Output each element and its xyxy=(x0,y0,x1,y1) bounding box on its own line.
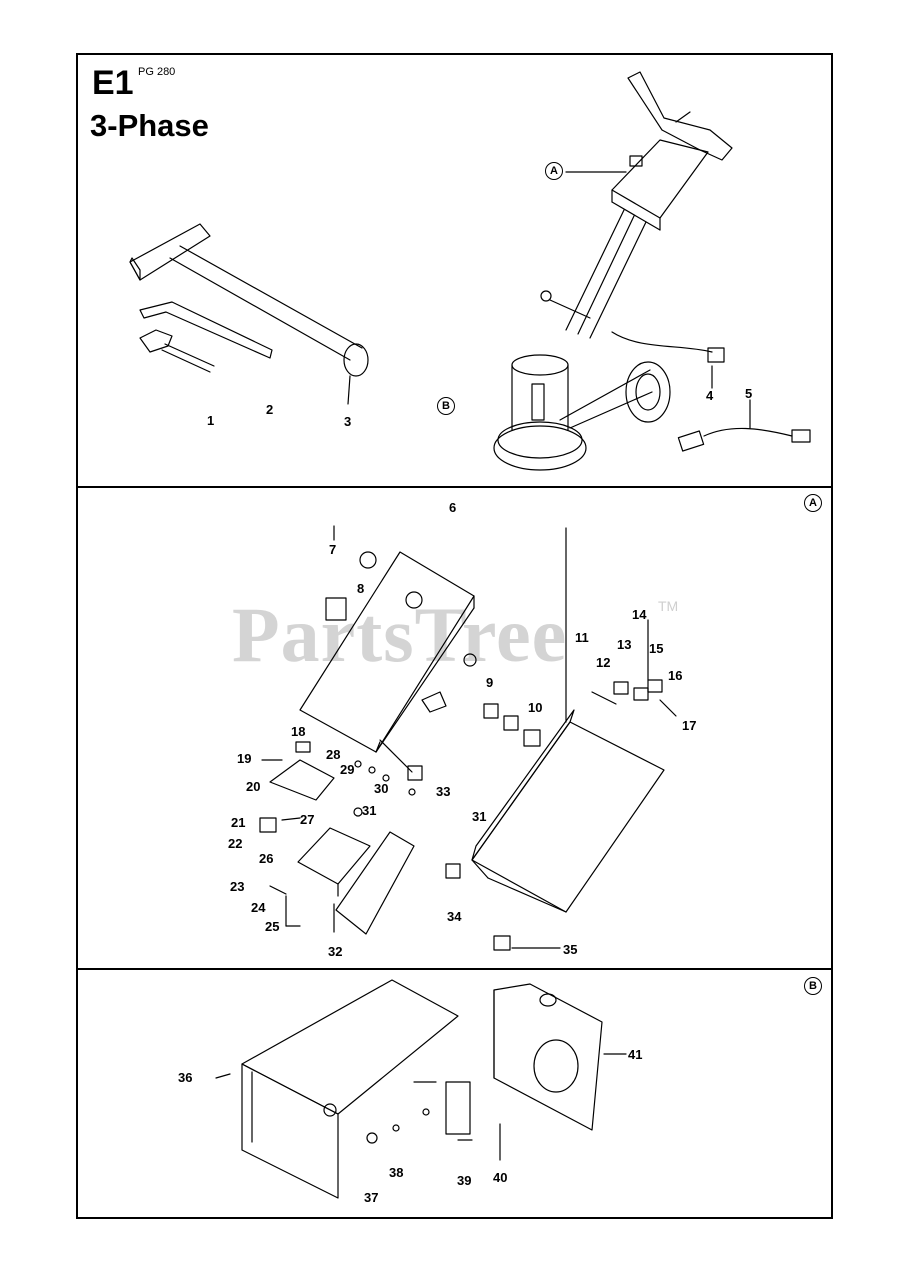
connector-drawing xyxy=(445,1081,471,1135)
part-number-2: 2 xyxy=(266,402,274,417)
part-number-3: 3 xyxy=(344,414,352,429)
watermark-trademark: TM xyxy=(658,598,679,614)
section-divider-a xyxy=(76,486,833,488)
part-number-19: 19 xyxy=(237,751,252,766)
watermark: PartsTree xyxy=(232,591,568,678)
part-number-36: 36 xyxy=(178,1070,193,1085)
part-number-27: 27 xyxy=(300,812,315,827)
part-number-24: 24 xyxy=(251,900,266,915)
part-number-9: 9 xyxy=(486,675,494,690)
part-number-25: 25 xyxy=(265,919,280,934)
part-number-4: 4 xyxy=(706,388,714,403)
part-number-37: 37 xyxy=(364,1190,379,1205)
t-key-drawing xyxy=(139,329,215,373)
callout-a: A xyxy=(545,162,563,180)
hammer-drawing xyxy=(129,223,369,377)
part-number-7: 7 xyxy=(329,542,337,557)
part-number-32: 32 xyxy=(328,944,343,959)
section-b-marker: B xyxy=(804,977,822,995)
part-number-17: 17 xyxy=(682,718,697,733)
part-number-23: 23 xyxy=(230,879,245,894)
switch-box-cover-drawing xyxy=(299,551,477,753)
page-title: 3-Phase xyxy=(90,108,209,143)
part-number-22: 22 xyxy=(228,836,243,851)
motor-cover-drawing xyxy=(241,979,459,1199)
part-number-10: 10 xyxy=(528,700,543,715)
part-number-30: 30 xyxy=(374,781,389,796)
part-number-41: 41 xyxy=(628,1047,643,1062)
part-number-15: 15 xyxy=(649,641,664,656)
part-number-38: 38 xyxy=(389,1165,404,1180)
part-number-1: 1 xyxy=(207,413,215,428)
part-number-34: 34 xyxy=(447,909,462,924)
extension-cable-drawing xyxy=(677,427,811,452)
part-7-drawing xyxy=(325,597,347,621)
part-number-8: 8 xyxy=(357,581,365,596)
allen-key-drawing xyxy=(139,301,273,359)
part-number-13: 13 xyxy=(617,637,632,652)
part-number-31a: 31 xyxy=(362,803,377,818)
section-a-marker: A xyxy=(804,494,822,512)
section-divider-b xyxy=(76,968,833,970)
fan-housing-drawing xyxy=(493,983,603,1131)
part-number-5: 5 xyxy=(745,386,753,401)
part-number-18: 18 xyxy=(291,724,306,739)
switch-housing-drawing xyxy=(471,527,665,913)
part-number-40: 40 xyxy=(493,1170,508,1185)
model-name: PG 280 xyxy=(138,66,176,78)
part-number-28: 28 xyxy=(326,747,341,762)
part-number-26: 26 xyxy=(259,851,274,866)
terminal-block-drawing xyxy=(297,827,371,897)
grinder-drawing xyxy=(493,71,733,471)
part-number-6: 6 xyxy=(449,500,457,515)
part-number-21: 21 xyxy=(231,815,246,830)
part-number-14: 14 xyxy=(632,607,647,622)
part-number-33: 33 xyxy=(436,784,451,799)
part-number-35: 35 xyxy=(563,942,578,957)
diagram-frame xyxy=(76,53,833,1219)
part-number-29: 29 xyxy=(340,762,355,777)
callout-b: B xyxy=(437,397,455,415)
part-number-20: 20 xyxy=(246,779,261,794)
part-number-12: 12 xyxy=(596,655,611,670)
part-number-11: 11 xyxy=(575,630,589,645)
part-number-39: 39 xyxy=(457,1173,472,1188)
part-number-31b: 31 xyxy=(472,809,487,824)
page-code: E1 xyxy=(92,64,134,102)
part-number-16: 16 xyxy=(668,668,683,683)
